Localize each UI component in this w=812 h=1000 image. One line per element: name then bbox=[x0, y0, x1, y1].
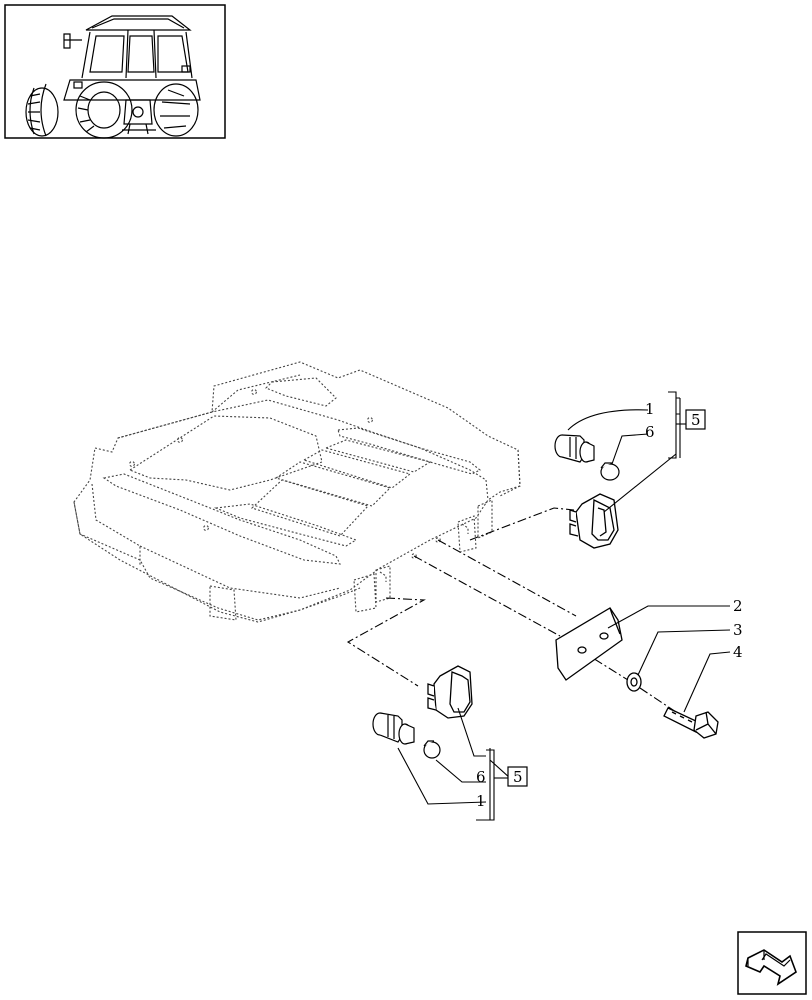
assembly-line-bolt bbox=[639, 687, 677, 713]
assembly-line-washer bbox=[579, 649, 629, 681]
tractor-thumbnail bbox=[4, 4, 226, 139]
callout-6-bottom: 6 bbox=[476, 768, 486, 786]
mounting-plate bbox=[555, 607, 623, 681]
washer bbox=[626, 672, 642, 692]
tractor-rear-view-icon bbox=[25, 15, 201, 139]
group-box-top bbox=[685, 409, 706, 430]
lamp-housing-top bbox=[569, 493, 619, 549]
next-page-button[interactable] bbox=[737, 931, 807, 995]
lamp-socket-bottom bbox=[372, 712, 415, 745]
bulb-top bbox=[600, 462, 620, 481]
assembly-line-top-lamp bbox=[469, 507, 575, 541]
callout-3: 3 bbox=[733, 621, 743, 639]
assembly-line-plate-right bbox=[437, 539, 577, 617]
callout-1-top: 1 bbox=[645, 400, 655, 418]
assembly-lines bbox=[346, 507, 677, 713]
callout-labels: 1 6 5 2 3 4 6 1 5 bbox=[476, 400, 743, 810]
assembly-line-bottom-lamp bbox=[346, 597, 426, 687]
callout-1-bottom: 1 bbox=[476, 792, 486, 810]
callout-5-top: 5 bbox=[691, 411, 701, 429]
group-bracket-top bbox=[668, 391, 686, 459]
bulb-bottom bbox=[423, 740, 441, 759]
next-page-arrow-icon bbox=[745, 949, 797, 986]
assembly-line-plate-left bbox=[413, 555, 561, 637]
lamp-housing-bottom bbox=[427, 665, 473, 719]
callout-2: 2 bbox=[733, 597, 743, 615]
callout-5-bottom: 5 bbox=[513, 768, 523, 786]
lamp-socket-top bbox=[554, 434, 595, 463]
group-bracket-bottom bbox=[486, 749, 508, 821]
group-box-bottom bbox=[507, 766, 528, 787]
callout-4: 4 bbox=[733, 643, 743, 661]
leader-lines bbox=[397, 397, 731, 821]
rear-panel-outline bbox=[73, 361, 521, 623]
bolt bbox=[663, 707, 719, 739]
callout-6-top: 6 bbox=[645, 423, 655, 441]
